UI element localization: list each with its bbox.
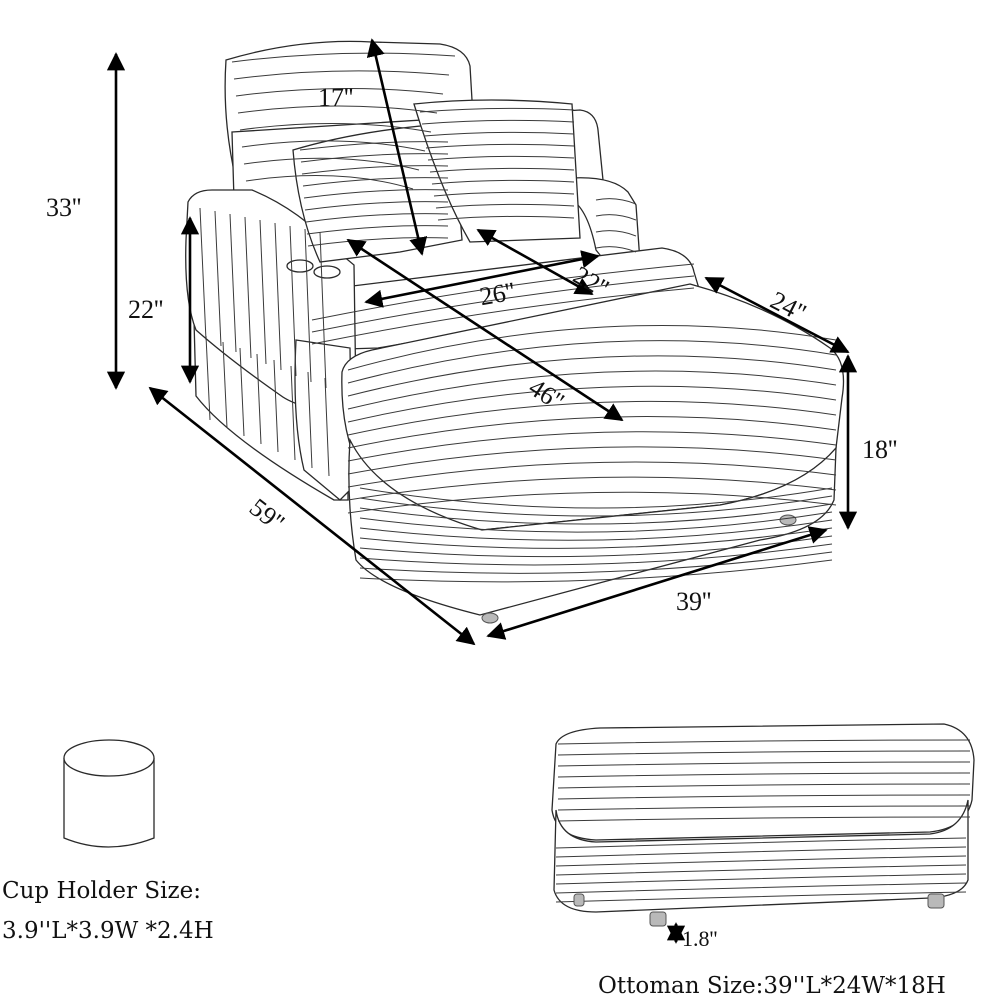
rib-line <box>431 179 575 185</box>
dimension-arrows <box>106 38 858 944</box>
ottoman-ribbing <box>555 739 971 903</box>
rib-line <box>425 143 575 149</box>
rib-line <box>304 228 312 383</box>
rib-line <box>289 225 297 377</box>
label-ottoman-height: 18'' <box>862 435 897 464</box>
label-back-cushion: 17'' <box>318 83 353 112</box>
cup-holder-rim <box>63 739 155 777</box>
dim-arrow-24 <box>704 276 850 354</box>
cup-holder-hole <box>313 265 341 279</box>
rib-line <box>199 207 207 341</box>
cup-holder-hole <box>286 259 314 273</box>
rib-line <box>214 210 222 347</box>
chaise-leg <box>481 612 499 624</box>
rib-line <box>229 213 237 353</box>
ottoman-leg <box>649 911 667 927</box>
rib-line <box>435 203 575 209</box>
rib-line <box>437 215 575 221</box>
rib-line <box>557 816 971 822</box>
dim-arrow-39 <box>486 526 828 640</box>
rib-line <box>427 155 575 161</box>
rib-line <box>421 119 575 125</box>
rib-line <box>555 855 967 867</box>
rib-line <box>555 846 967 858</box>
rib-line <box>259 219 267 365</box>
dim-arrow-17 <box>366 38 428 256</box>
rib-line <box>557 794 971 800</box>
ottoman-leg <box>927 893 945 909</box>
rib-line <box>555 837 967 849</box>
label-arm-height: 22'' <box>128 295 163 324</box>
rib-line <box>429 167 575 173</box>
cup-holder-body <box>63 758 155 848</box>
rib-line <box>595 230 637 237</box>
dim-arrow-46 <box>346 238 624 422</box>
label-ottoman-length: 39'' <box>676 587 711 616</box>
label-leg-height: 1.8'' <box>682 926 717 951</box>
rib-line <box>555 864 967 876</box>
ottoman-base <box>553 799 969 913</box>
label-total-height: 33'' <box>46 193 81 222</box>
rib-line <box>244 216 252 359</box>
rib-line <box>433 191 575 197</box>
ottoman-leg <box>573 893 585 907</box>
ottoman-illustration <box>551 723 975 927</box>
rib-line <box>557 772 971 778</box>
rib-line <box>274 222 282 371</box>
rib-line <box>595 214 637 221</box>
rib-line <box>555 891 967 903</box>
label-total-length: 59'' <box>244 493 290 538</box>
rib-line <box>557 739 971 745</box>
rib-line <box>555 882 967 894</box>
cup-holder-illustration <box>63 739 155 848</box>
rib-line <box>419 107 575 113</box>
rib-line <box>557 761 971 767</box>
chaise-leg <box>779 514 797 526</box>
rib-line <box>595 198 637 205</box>
cup-holder-title: Cup Holder Size: <box>2 878 201 904</box>
cup-holder-size: 3.9''L*3.9W *2.4H <box>2 918 214 944</box>
rib-line <box>557 750 971 756</box>
rib-line <box>557 805 971 811</box>
rib-line <box>557 783 971 789</box>
rib-line <box>319 231 327 389</box>
chaise-lounge-illustration <box>185 40 845 624</box>
rib-line <box>423 131 575 137</box>
rib-line <box>555 873 967 885</box>
dim-arrow-59 <box>148 386 476 646</box>
label-seat-width: 26'' <box>477 277 517 312</box>
ottoman-size-caption: Ottoman Size:39''L*24W*18H <box>598 973 946 999</box>
